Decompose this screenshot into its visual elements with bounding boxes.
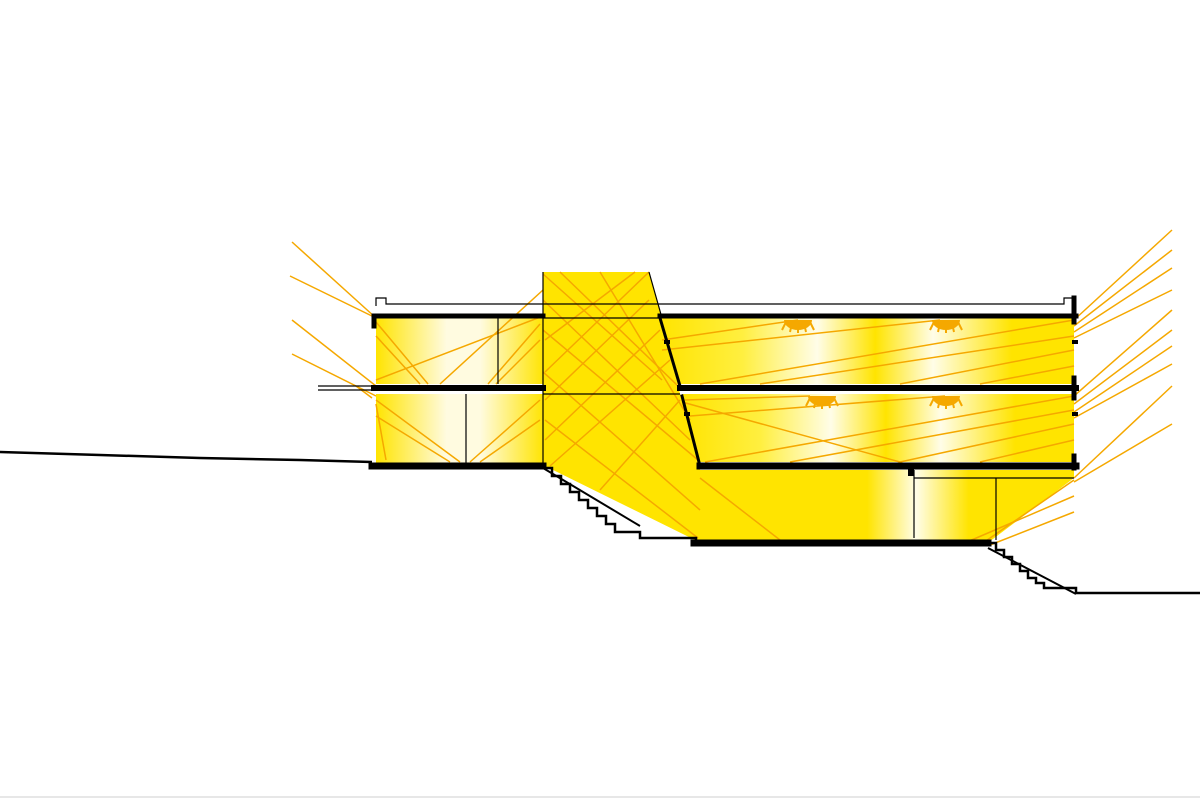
ceiling-light-fixtures — [781, 320, 963, 409]
inclined-glass-wall-2 — [680, 394, 702, 468]
inclined-glass-wall-1 — [658, 316, 682, 388]
skylight-slope — [648, 271, 663, 319]
roof-parapet — [375, 297, 1075, 306]
daylight-fills — [376, 272, 1074, 545]
ceiling-light-4 — [929, 396, 963, 409]
terrain — [0, 450, 1200, 595]
ceiling-light-2 — [929, 320, 963, 333]
building-structure — [368, 295, 1080, 547]
ground-line-left — [0, 450, 373, 464]
light-rays — [289, 229, 1173, 546]
middle-left-room-light — [376, 394, 544, 464]
ceiling-light-3 — [805, 396, 839, 409]
ceiling-light-1 — [781, 320, 815, 333]
upper-right-room-light — [660, 318, 1074, 384]
middle-right-room-light — [682, 394, 1074, 462]
stair-lower — [988, 541, 1078, 594]
lower-room-light — [698, 470, 1074, 545]
atrium-lightwell — [543, 272, 702, 540]
column-stub — [908, 466, 914, 476]
